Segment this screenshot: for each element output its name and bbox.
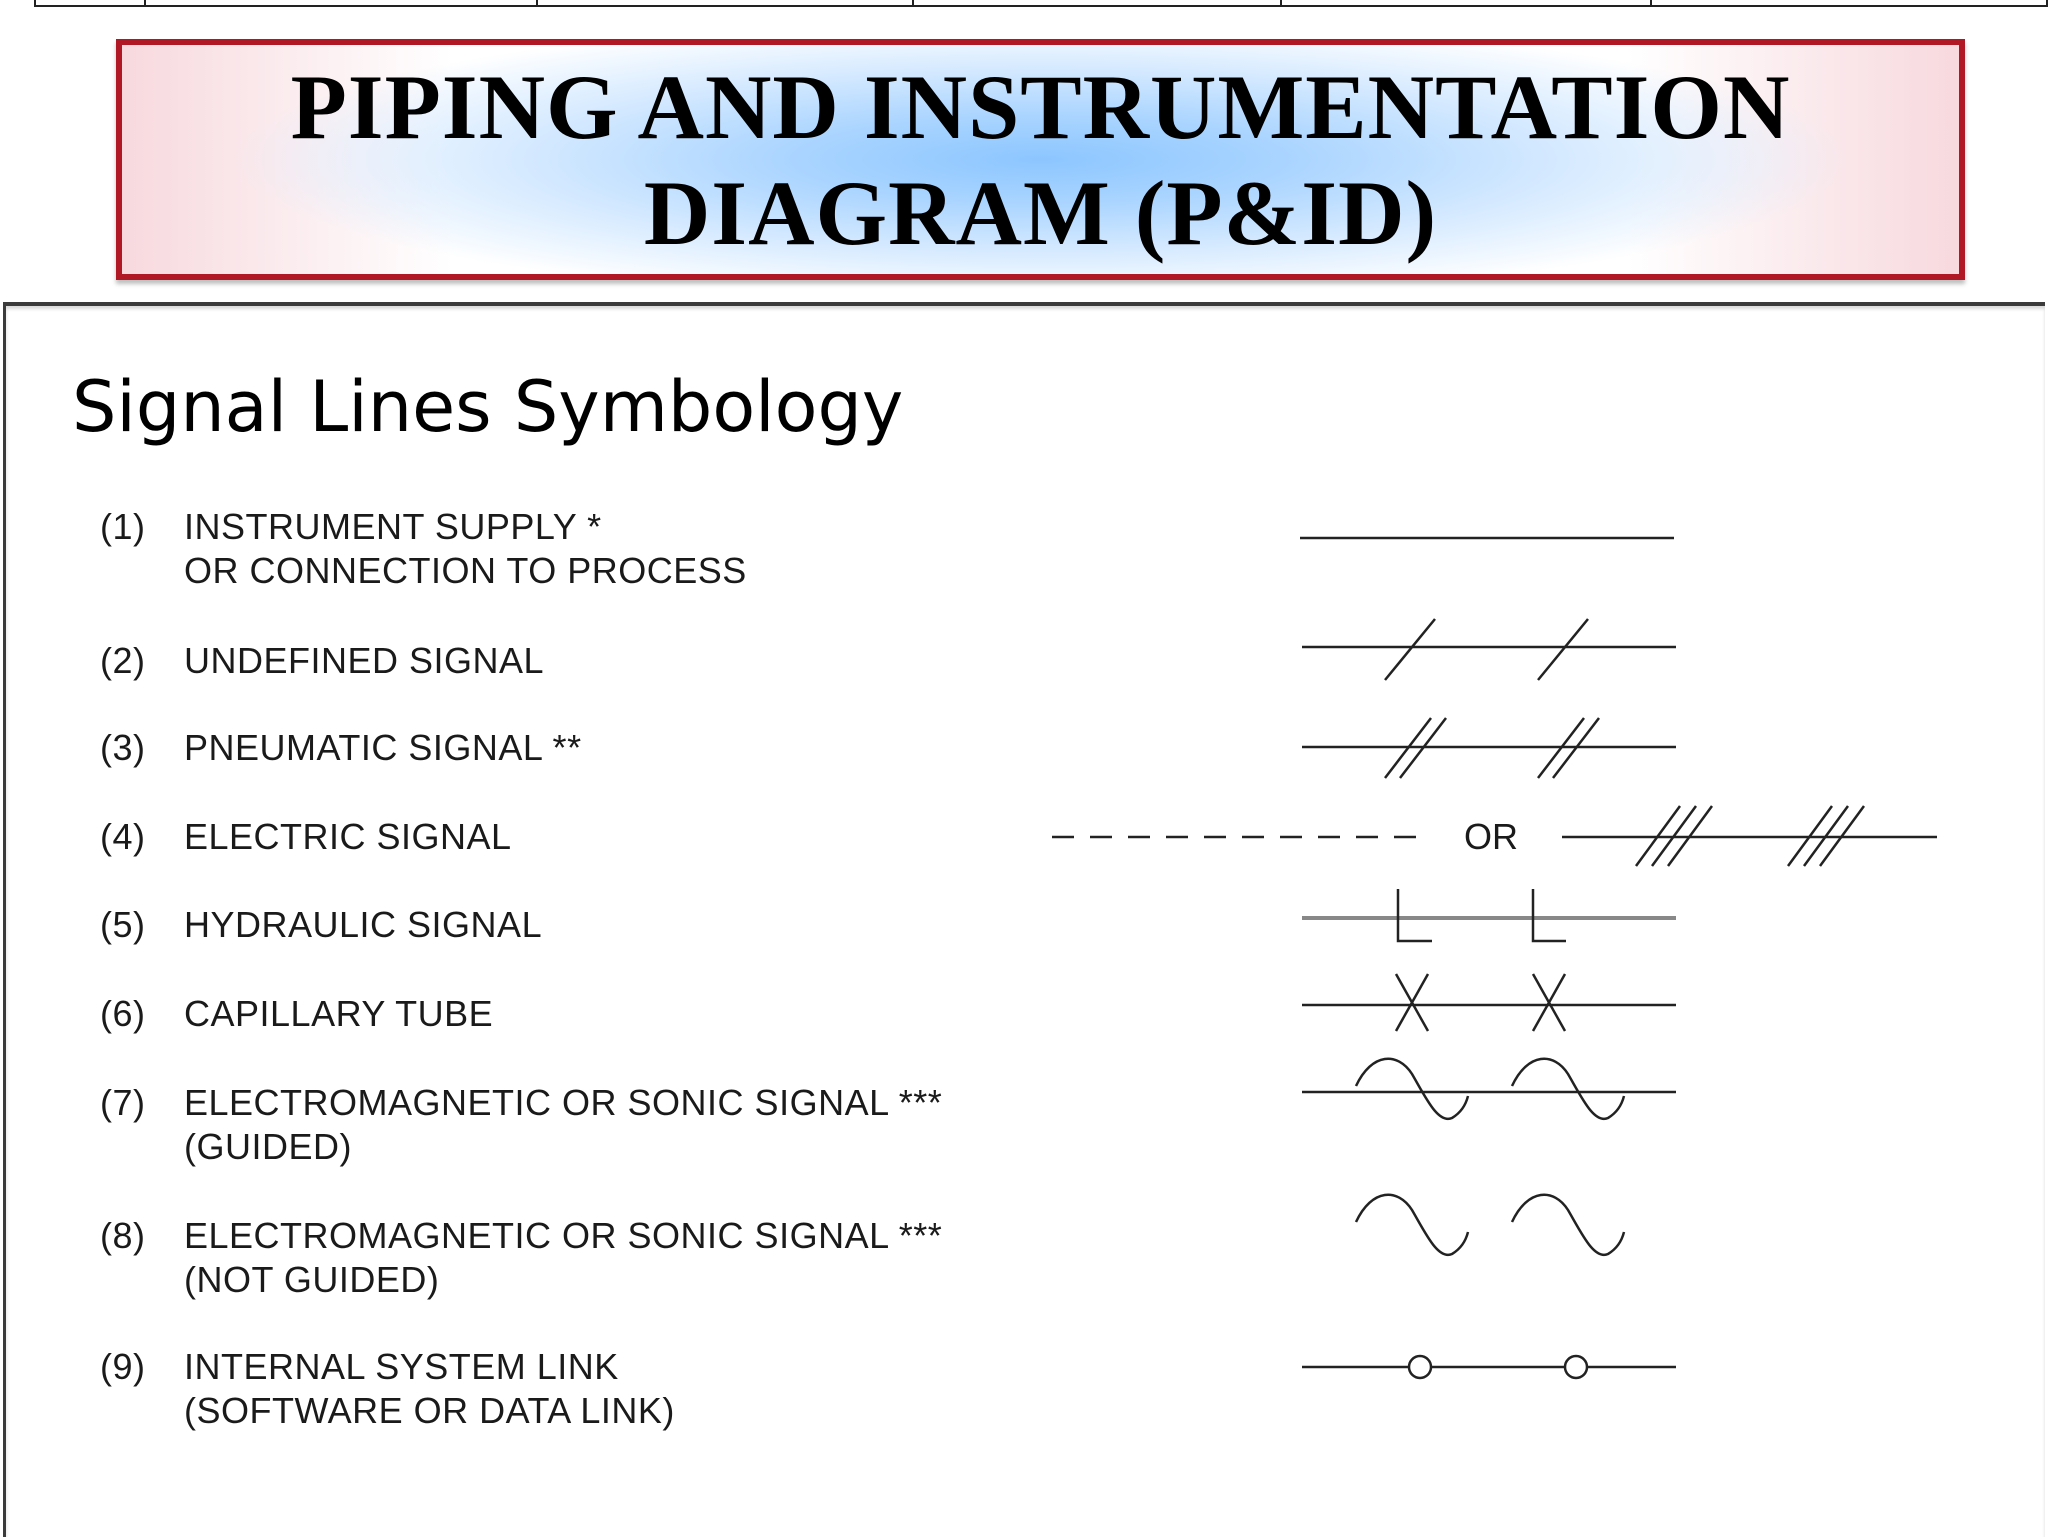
symbol-undefined-signal — [1302, 618, 1676, 681]
row-label-line-1: ELECTRIC SIGNAL — [184, 816, 512, 857]
row-number: (2) — [100, 640, 146, 681]
banner-title-line-2: DIAGRAM (P&ID) — [643, 161, 1438, 264]
row-label: CAPILLARY TUBE — [184, 992, 493, 1036]
symbol-capillary-tube — [1302, 973, 1676, 1032]
top-rule — [34, 0, 2048, 7]
row-label-line-1: ELECTROMAGNETIC OR SONIC SIGNAL *** — [184, 1082, 943, 1123]
row-label: ELECTROMAGNETIC OR SONIC SIGNAL *** (NOT… — [184, 1214, 942, 1302]
row-label: UNDEFINED SIGNAL — [184, 639, 544, 683]
symbol-pneumatic-signal — [1302, 717, 1676, 779]
or-label: OR — [1464, 816, 1518, 857]
symbol-internal-system-link — [1302, 1354, 1676, 1380]
banner-title-line-1: PIPING AND INSTRUMENTATION — [290, 55, 1791, 158]
row-number: (8) — [100, 1215, 146, 1256]
top-rule-tick — [1650, 0, 1652, 5]
row-label: INTERNAL SYSTEM LINK (SOFTWARE OR DATA L… — [184, 1345, 675, 1433]
row-label: ELECTRIC SIGNAL — [184, 815, 512, 859]
section-title: Signal Lines Symbology — [72, 366, 904, 448]
row-label: INSTRUMENT SUPPLY * OR CONNECTION TO PRO… — [184, 505, 747, 593]
row-number: (9) — [100, 1346, 146, 1387]
title-banner: PIPING AND INSTRUMENTATION DIAGRAM (P&ID… — [116, 39, 1965, 280]
row-label-line-1: CAPILLARY TUBE — [184, 993, 494, 1034]
row-label: HYDRAULIC SIGNAL — [184, 903, 542, 947]
row-label: PNEUMATIC SIGNAL ** — [184, 726, 582, 770]
symbol-electric-signal — [1052, 805, 1937, 867]
row-label-line-1: INTERNAL SYSTEM LINK — [184, 1346, 619, 1387]
symbol-hydraulic-signal — [1302, 889, 1676, 943]
top-rule-tick — [536, 0, 538, 5]
row-label-line-2: OR CONNECTION TO PROCESS — [184, 550, 747, 591]
row-label-line-1: UNDEFINED SIGNAL — [184, 640, 545, 681]
row-label-line-1: ELECTROMAGNETIC OR SONIC SIGNAL *** — [184, 1215, 943, 1256]
row-number: (3) — [100, 727, 146, 768]
row-number: (5) — [100, 904, 146, 945]
content-panel — [3, 302, 2045, 1537]
row-label-line-1: HYDRAULIC SIGNAL — [184, 904, 543, 945]
row-label-line-1: INSTRUMENT SUPPLY * — [184, 506, 602, 547]
row-label-line-2: (GUIDED) — [184, 1126, 352, 1167]
row-number: (7) — [100, 1082, 146, 1123]
row-label-line-1: PNEUMATIC SIGNAL ** — [184, 727, 582, 768]
top-rule-tick — [912, 0, 914, 5]
row-number: (6) — [100, 993, 146, 1034]
top-rule-tick — [144, 0, 146, 5]
row-number: (4) — [100, 816, 146, 857]
top-rule-tick — [1280, 0, 1282, 5]
symbol-em-sonic-guided — [1302, 1057, 1676, 1121]
row-label-line-2: (NOT GUIDED) — [184, 1259, 440, 1300]
row-number: (1) — [100, 506, 146, 547]
row-label: ELECTROMAGNETIC OR SONIC SIGNAL *** (GUI… — [184, 1081, 942, 1169]
symbol-em-sonic-not-guided — [1354, 1193, 1626, 1257]
row-label-line-2: (SOFTWARE OR DATA LINK) — [184, 1390, 675, 1431]
